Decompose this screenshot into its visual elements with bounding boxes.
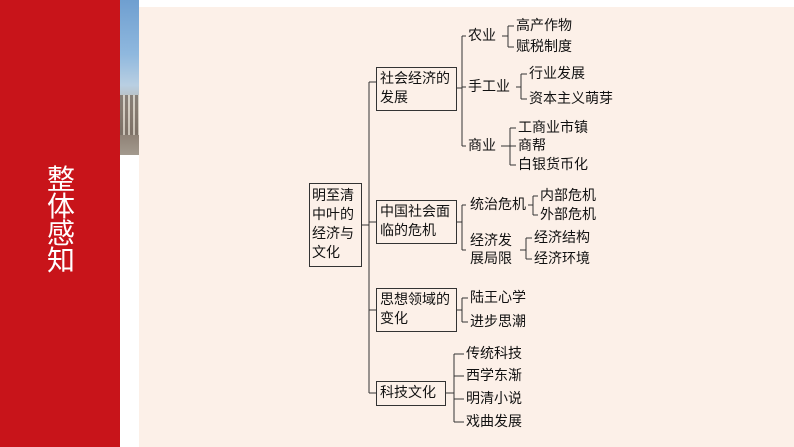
label-ruling-crisis: 统治危机 (470, 197, 526, 213)
leaf-item: 陆王心学 (470, 290, 526, 306)
branch-line: 科技文化 (380, 385, 436, 401)
root-line: 文化 (312, 245, 340, 261)
connector-b4 (446, 353, 464, 423)
panel-title: 整 体 感 知 (38, 163, 84, 277)
branch-socioeconomic: 社会经济的 发展 (376, 67, 457, 111)
label-econ-limits: 经济发 展局限 (470, 232, 512, 268)
leaf-item: 白银货币化 (518, 157, 588, 173)
leaf-item: 资本主义萌芽 (529, 91, 613, 107)
leaf-item: 戏曲发展 (466, 414, 522, 430)
connector-rule (528, 195, 538, 216)
root-line: 中叶的 (312, 207, 354, 223)
leaf-item: 经济结构 (534, 230, 590, 246)
panel-title-char: 知 (46, 244, 75, 277)
connector-econ (520, 237, 532, 260)
panel-title-char: 整 (46, 163, 75, 196)
branch-line: 思想领域的 (380, 292, 450, 308)
leaf-item: 进步思潮 (470, 314, 526, 330)
label-commerce: 商业 (468, 138, 496, 154)
label-agriculture: 农业 (468, 28, 496, 44)
branch-line: 社会经济的 (380, 71, 450, 87)
branch-line: 变化 (380, 311, 408, 327)
leaf-item: 工商业市镇 (518, 120, 588, 136)
decorative-photo-strip (120, 0, 139, 155)
leaf-item: 外部危机 (540, 207, 596, 223)
leaf-item: 行业发展 (529, 66, 585, 82)
branch-science-culture: 科技文化 (376, 381, 446, 406)
leaf-item: 商帮 (518, 138, 546, 154)
leaf-item: 西学东渐 (466, 368, 522, 384)
label-line: 经济发 (470, 233, 512, 249)
leaf-item: 内部危机 (540, 188, 596, 204)
branch-line: 中国社会面 (380, 204, 450, 220)
root-line: 明至清 (312, 188, 354, 204)
gutter (120, 155, 139, 447)
connector-agri (502, 25, 514, 48)
leaf-item: 高产作物 (516, 18, 572, 34)
connector-b2 (457, 204, 466, 251)
connector-b3 (457, 297, 468, 323)
leaf-item: 传统科技 (466, 346, 522, 362)
leaf-item: 经济环境 (534, 251, 590, 267)
leaf-item: 明清小说 (466, 391, 522, 407)
label-line: 展局限 (470, 251, 512, 267)
root-line: 经济与 (312, 226, 354, 242)
branch-line: 发展 (380, 90, 408, 106)
left-panel (0, 0, 120, 447)
root-node: 明至清 中叶的 经济与 文化 (309, 183, 362, 267)
leaf-item: 赋税制度 (516, 39, 572, 55)
content-area (139, 7, 794, 447)
connector-b1 (457, 35, 466, 147)
connector-commerce (501, 127, 516, 166)
branch-crisis: 中国社会面 临的危机 (376, 200, 457, 244)
panel-title-char: 感 (46, 217, 75, 250)
panel-title-char: 体 (46, 190, 75, 223)
branch-thought: 思想领域的 变化 (376, 288, 457, 332)
connector-handicraft (516, 73, 527, 100)
branch-line: 临的危机 (380, 223, 436, 239)
connector-root (362, 81, 376, 394)
label-handicraft: 手工业 (468, 79, 510, 95)
